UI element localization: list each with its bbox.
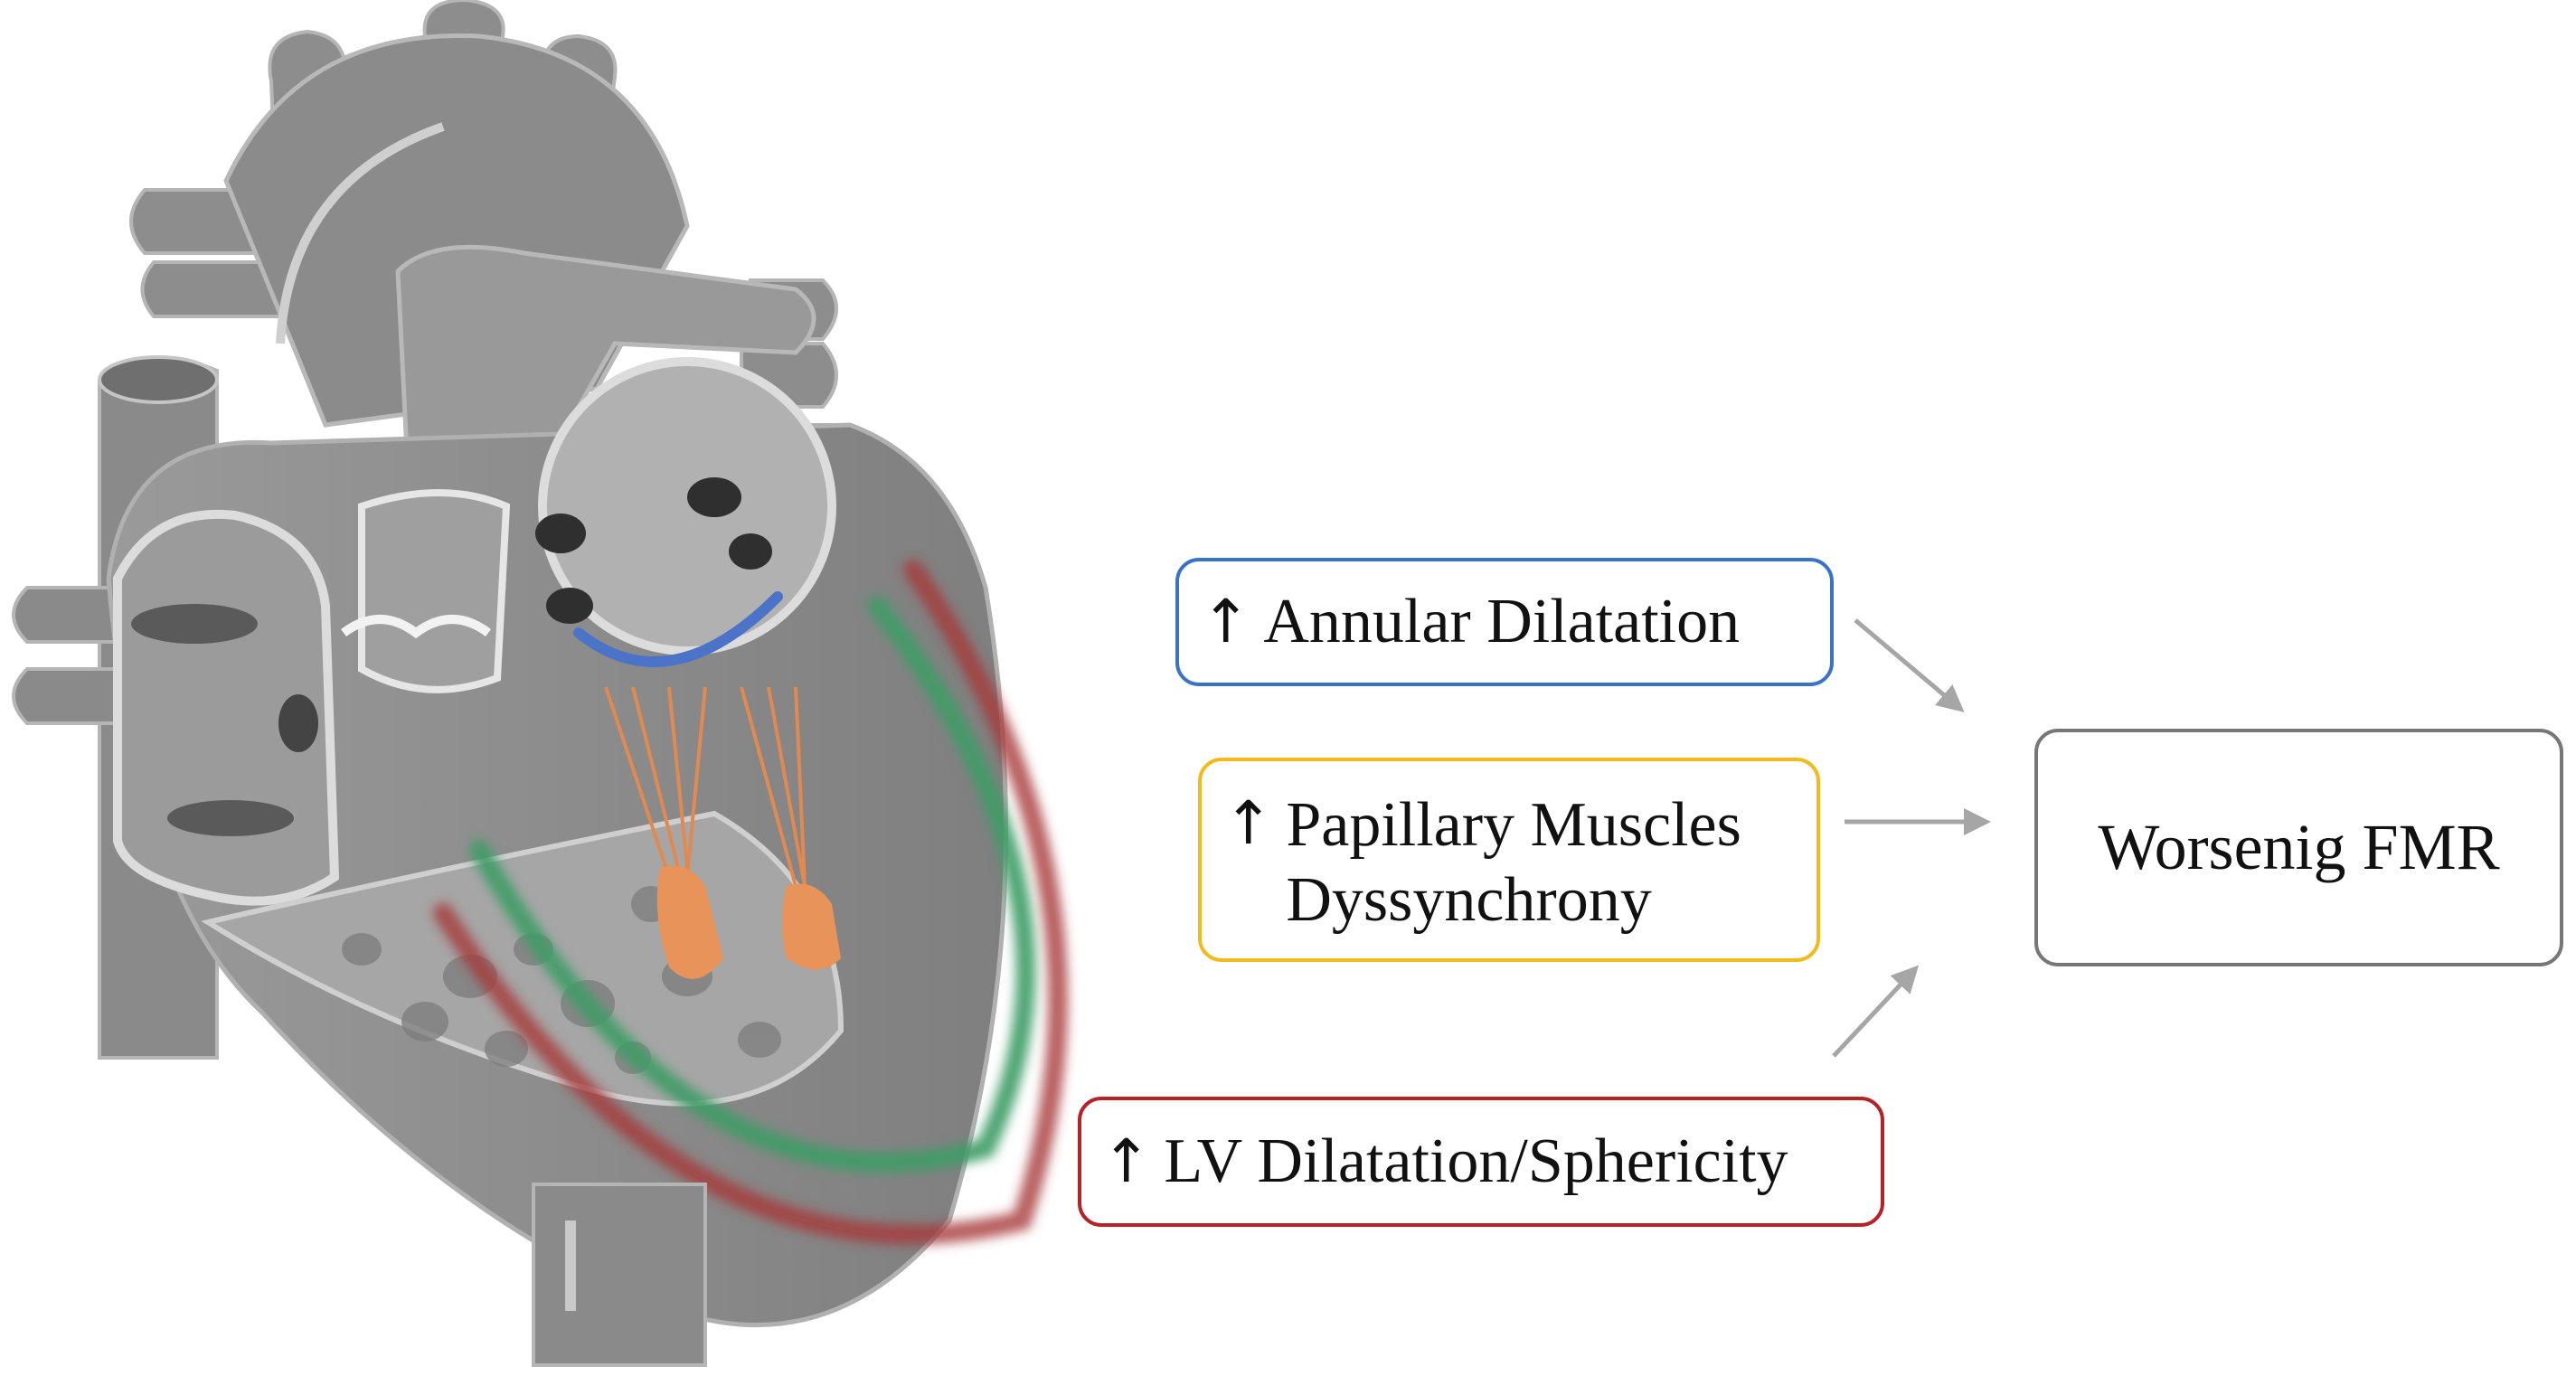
- chordae-tendineae: [604, 686, 807, 887]
- lv-dilatation-box: ↑ LV Dilatation/Sphericity: [1078, 1097, 1884, 1227]
- up-arrow-icon: ↑: [1201, 587, 1251, 657]
- worsening-fmr-box: Worsenig FMR: [2034, 729, 2563, 966]
- up-arrow-icon: ↑: [1101, 1126, 1152, 1197]
- worsening-fmr-label: Worsenig FMR: [2098, 811, 2500, 884]
- papillary-muscles-label-line2: Dyssynchrony: [1286, 864, 1652, 935]
- papillary-muscles: [656, 865, 841, 979]
- green-ventricle-contour: [469, 596, 1036, 1173]
- arrow-annular-to-fmr: [1854, 618, 1965, 712]
- pulmonary-trunk: [395, 244, 816, 473]
- annular-dilatation-label: Annular Dilatation: [1263, 586, 1741, 656]
- annular-dilatation-box: ↑ Annular Dilatation: [1175, 558, 1834, 686]
- heart-illustration: [12, 0, 1068, 1367]
- mitral-annulus-curve: [573, 591, 783, 667]
- papillary-muscles-label-line1: Papillary Muscles: [1286, 790, 1741, 860]
- lv-dilatation-label: LV Dilatation/Sphericity: [1164, 1126, 1788, 1196]
- papillary-muscles-box: ↑ Papillary Muscles Dyssynchrony: [1198, 758, 1820, 962]
- arrow-lv-to-fmr: [1832, 965, 1920, 1058]
- red-ventricle-contour: [433, 560, 1068, 1245]
- up-arrow-icon: ↑: [1223, 788, 1274, 858]
